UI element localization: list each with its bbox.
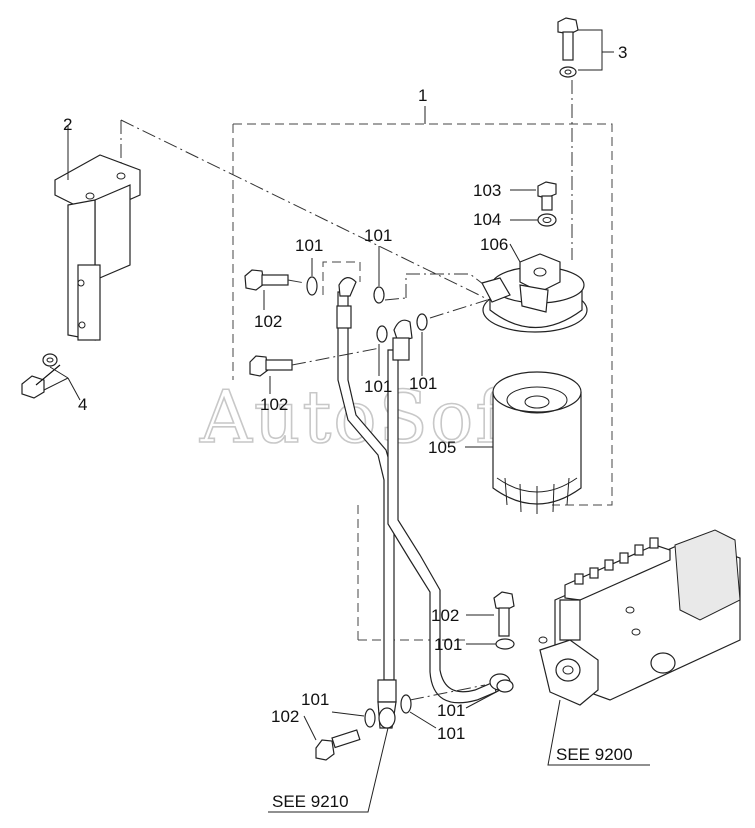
callout-101: 101 — [437, 701, 465, 720]
callout-2: 2 — [63, 115, 72, 134]
see-9210-reference: SEE 9210 — [272, 792, 349, 811]
return-hose — [336, 277, 397, 729]
o-rings-upper — [306, 246, 428, 376]
lower-left-fittings — [268, 684, 486, 813]
filter-cartridge — [465, 371, 582, 514]
callout-3: 3 — [618, 43, 627, 62]
bracket-leader — [120, 119, 521, 316]
callout-102: 102 — [260, 395, 288, 414]
callout-102: 102 — [271, 707, 299, 726]
callout-1: 1 — [418, 86, 427, 105]
callout-101: 101 — [364, 377, 392, 396]
bolt-washer-3 — [557, 17, 614, 78]
injection-pump — [538, 529, 741, 766]
callout-104: 104 — [473, 210, 501, 229]
callout-105: 105 — [428, 438, 456, 457]
callout-101: 101 — [301, 690, 329, 709]
bolt-103 — [510, 181, 557, 227]
lower-right-fittings — [465, 591, 515, 709]
bolt-washer-4 — [21, 353, 81, 401]
callout-101: 101 — [409, 374, 437, 393]
callout-101: 101 — [364, 226, 392, 245]
callout-106: 106 — [480, 235, 508, 254]
see-9200-reference: SEE 9200 — [556, 745, 633, 764]
callout-4: 4 — [78, 395, 87, 414]
banjo-bolts-upper — [244, 261, 488, 394]
callout-101: 101 — [434, 635, 462, 654]
assembly-boundary — [232, 106, 613, 641]
callout-102: 102 — [254, 312, 282, 331]
mounting-bracket — [54, 125, 141, 341]
callout-103: 103 — [473, 181, 501, 200]
callout-101: 101 — [295, 236, 323, 255]
watermark: AutoSoft — [199, 375, 535, 459]
callout-102: 102 — [431, 606, 459, 625]
filter-head — [481, 243, 588, 333]
callout-101: 101 — [437, 724, 465, 743]
